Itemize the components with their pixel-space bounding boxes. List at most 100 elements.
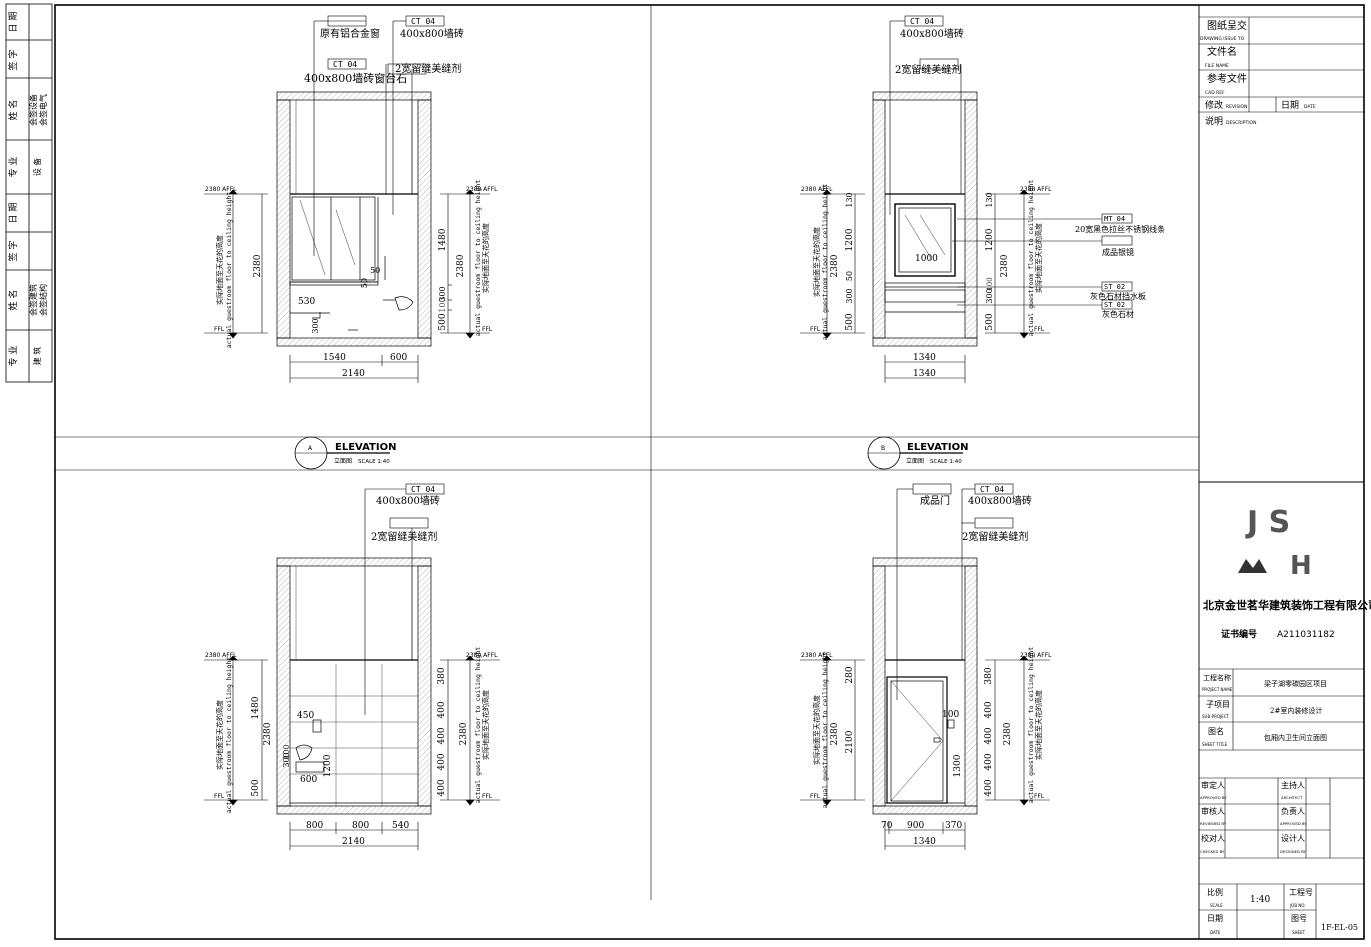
dim-label: 2380 bbox=[456, 254, 466, 277]
sign-label-en: ARCHITECT bbox=[1281, 795, 1303, 800]
strip-label: 姓 名 bbox=[7, 100, 19, 121]
material-note: 400x800墙砖窗台石 bbox=[304, 71, 407, 85]
material-note: 2宽留缝美缝剂 bbox=[962, 530, 1028, 543]
dim-label: 800 bbox=[306, 821, 323, 831]
tag-label: CT 04 bbox=[333, 60, 357, 69]
sheet-label: 图号 bbox=[1291, 914, 1307, 923]
height-note: 实际地面至天花的高度 bbox=[215, 235, 224, 305]
strip-label: 会签电气 bbox=[38, 94, 48, 126]
dim-label: 2380 bbox=[459, 722, 469, 745]
height-note-en: actual guestroom floor to ceiling height bbox=[474, 180, 482, 337]
dim-label: 600 bbox=[300, 775, 317, 785]
dim-label: 380 bbox=[437, 667, 447, 684]
tag-label: ST 02 bbox=[1104, 301, 1125, 309]
project-row-en: PROJECT NAME bbox=[1202, 687, 1233, 692]
main-frame bbox=[54, 4, 1365, 940]
sign-label: 负责人 bbox=[1281, 806, 1305, 816]
dim-label: 400 bbox=[437, 779, 447, 796]
dim-label: 400 bbox=[984, 727, 994, 744]
height-note: 实际地面至天花的高度 bbox=[1034, 690, 1043, 760]
job-label: 工程号 bbox=[1289, 888, 1313, 897]
title-row-cn: 文件名 bbox=[1207, 45, 1237, 58]
material-note: 2宽留缝美缝剂 bbox=[371, 530, 437, 543]
dim-label: 2140 bbox=[342, 837, 365, 847]
elevation-view-d: CT 04 成品门 400x800墙砖 2宽留缝美缝剂 2380 AFFL 23… bbox=[800, 483, 1052, 850]
strip-label: 会签设备 bbox=[28, 94, 38, 126]
elevation-scale: SCALE 1:40 bbox=[930, 459, 962, 465]
title-row-cn: 说明 bbox=[1205, 115, 1223, 127]
level-label: 2380 AFFL bbox=[466, 186, 498, 193]
material-note: 灰色石材挡水板 bbox=[1090, 291, 1146, 301]
title-block-text: 图纸呈交 DRAWING ISSUE TO 文件名 FILE NAME 参考文件… bbox=[1200, 19, 1371, 935]
elevation-view-b: CT 04 MT 04 ST 02 ST 02 400x800墙砖 2宽留缝美缝… bbox=[800, 15, 1165, 383]
dim-label: 130 bbox=[845, 192, 854, 207]
scale-label-en: SCALE bbox=[1210, 903, 1223, 908]
scale-value: 1:40 bbox=[1250, 895, 1270, 905]
dim-label: 1480 bbox=[438, 228, 448, 251]
dim-label: 500 bbox=[845, 313, 855, 330]
job-label-en: JOB NO. bbox=[1289, 903, 1306, 908]
strip-label: 日 期 bbox=[8, 12, 19, 33]
sheet-number: 1F-EL-05 bbox=[1321, 923, 1358, 932]
elevation-subtitle: 立面图 bbox=[906, 457, 924, 465]
height-note-en: actual guestroom floor to ceiling height bbox=[474, 647, 482, 804]
dim-label: 800 bbox=[352, 821, 369, 831]
dim-label: 380 bbox=[984, 667, 994, 684]
dim-label: 540 bbox=[392, 821, 409, 831]
dim-label: 400 bbox=[984, 753, 994, 770]
sign-label-en: APPROVED BY bbox=[1280, 821, 1307, 826]
height-note-en: actual guestroom floor to ceiling height bbox=[1027, 647, 1035, 804]
strip-label: 会签建筑 bbox=[28, 284, 38, 316]
dim-label: 100 bbox=[942, 710, 959, 720]
ffl-label: FFL bbox=[810, 326, 821, 333]
project-row-en: SUB-PROJECT bbox=[1202, 714, 1229, 719]
dim-label: 300 bbox=[311, 318, 320, 333]
dim-label: 2380 bbox=[263, 722, 273, 745]
elevation-letter: B bbox=[881, 445, 885, 452]
sign-label: 主持人 bbox=[1281, 780, 1305, 790]
height-note: 实际地面至天花的高度 bbox=[215, 700, 224, 770]
material-note: 原有铝合金窗 bbox=[320, 27, 380, 40]
sign-label: 校对人 bbox=[1201, 833, 1225, 843]
dim-label: 400 bbox=[984, 701, 994, 718]
ffl-label: FFL bbox=[482, 326, 493, 333]
dim-label: 370 bbox=[945, 821, 962, 831]
dim-label: 900 bbox=[907, 821, 924, 831]
dim-label: 400 bbox=[437, 727, 447, 744]
sign-label-en: CHECKED BY bbox=[1200, 849, 1225, 854]
dim-label: 1200 bbox=[985, 228, 995, 251]
strip-label: 日 期 bbox=[8, 203, 19, 224]
project-row-value: 梁子湖零碳园区项目 bbox=[1264, 679, 1327, 688]
elevation-view-c: CT 04 400x800墙砖 2宽留缝美缝剂 2380 AFFL 2380 A… bbox=[204, 483, 500, 850]
strip-label: 会签结构 bbox=[38, 284, 48, 316]
material-note: 成品银镜 bbox=[1102, 247, 1134, 257]
height-note: 实际地面至天花的高度 bbox=[1034, 223, 1043, 293]
tag-label: CT 04 bbox=[910, 17, 934, 26]
material-note: 2宽留缝美缝剂 bbox=[895, 63, 961, 76]
height-note-en: actual guestroom floor to ceiling height bbox=[225, 192, 233, 349]
strip-label: 签 字 bbox=[7, 241, 19, 262]
height-note: 实际地面至天花的高度 bbox=[481, 690, 490, 760]
title-row-en: CAD REF bbox=[1205, 90, 1225, 96]
elevation-view-a: CT 04 CT 04 原有铝合金窗 400x800墙砖 400x800墙砖窗台… bbox=[204, 15, 498, 383]
dim-label: 2380 bbox=[830, 722, 840, 745]
left-signature-strip bbox=[5, 3, 53, 383]
dim-label: 2380 bbox=[1003, 722, 1013, 745]
elevation-title-b: B ELEVATION 立面图 SCALE 1:40 bbox=[867, 436, 968, 470]
dim-label: 100 bbox=[282, 744, 291, 759]
dim-label: 1540 bbox=[323, 353, 346, 363]
material-note: 400x800墙砖 bbox=[376, 494, 440, 507]
title-row-en: FILE NAME bbox=[1205, 63, 1229, 69]
left-strip-labels: 日 期 签 字 姓 名 专 业 日 期 签 字 姓 名 专 业 会签设备 会签电… bbox=[7, 12, 48, 367]
tag-label: ST 02 bbox=[1104, 283, 1125, 291]
ffl-label: FFL bbox=[214, 793, 225, 800]
level-label: 2380 AFFL bbox=[205, 186, 237, 193]
dim-label: 300 bbox=[438, 286, 447, 301]
dim-label: 100 bbox=[438, 297, 447, 312]
project-row-cn: 图名 bbox=[1208, 726, 1224, 736]
sign-label-en: APPROVED BY bbox=[1200, 795, 1227, 800]
company-logo: J S H bbox=[1238, 505, 1312, 581]
elevation-title: ELEVATION bbox=[907, 442, 968, 453]
dim-label: 1340 bbox=[913, 369, 936, 379]
